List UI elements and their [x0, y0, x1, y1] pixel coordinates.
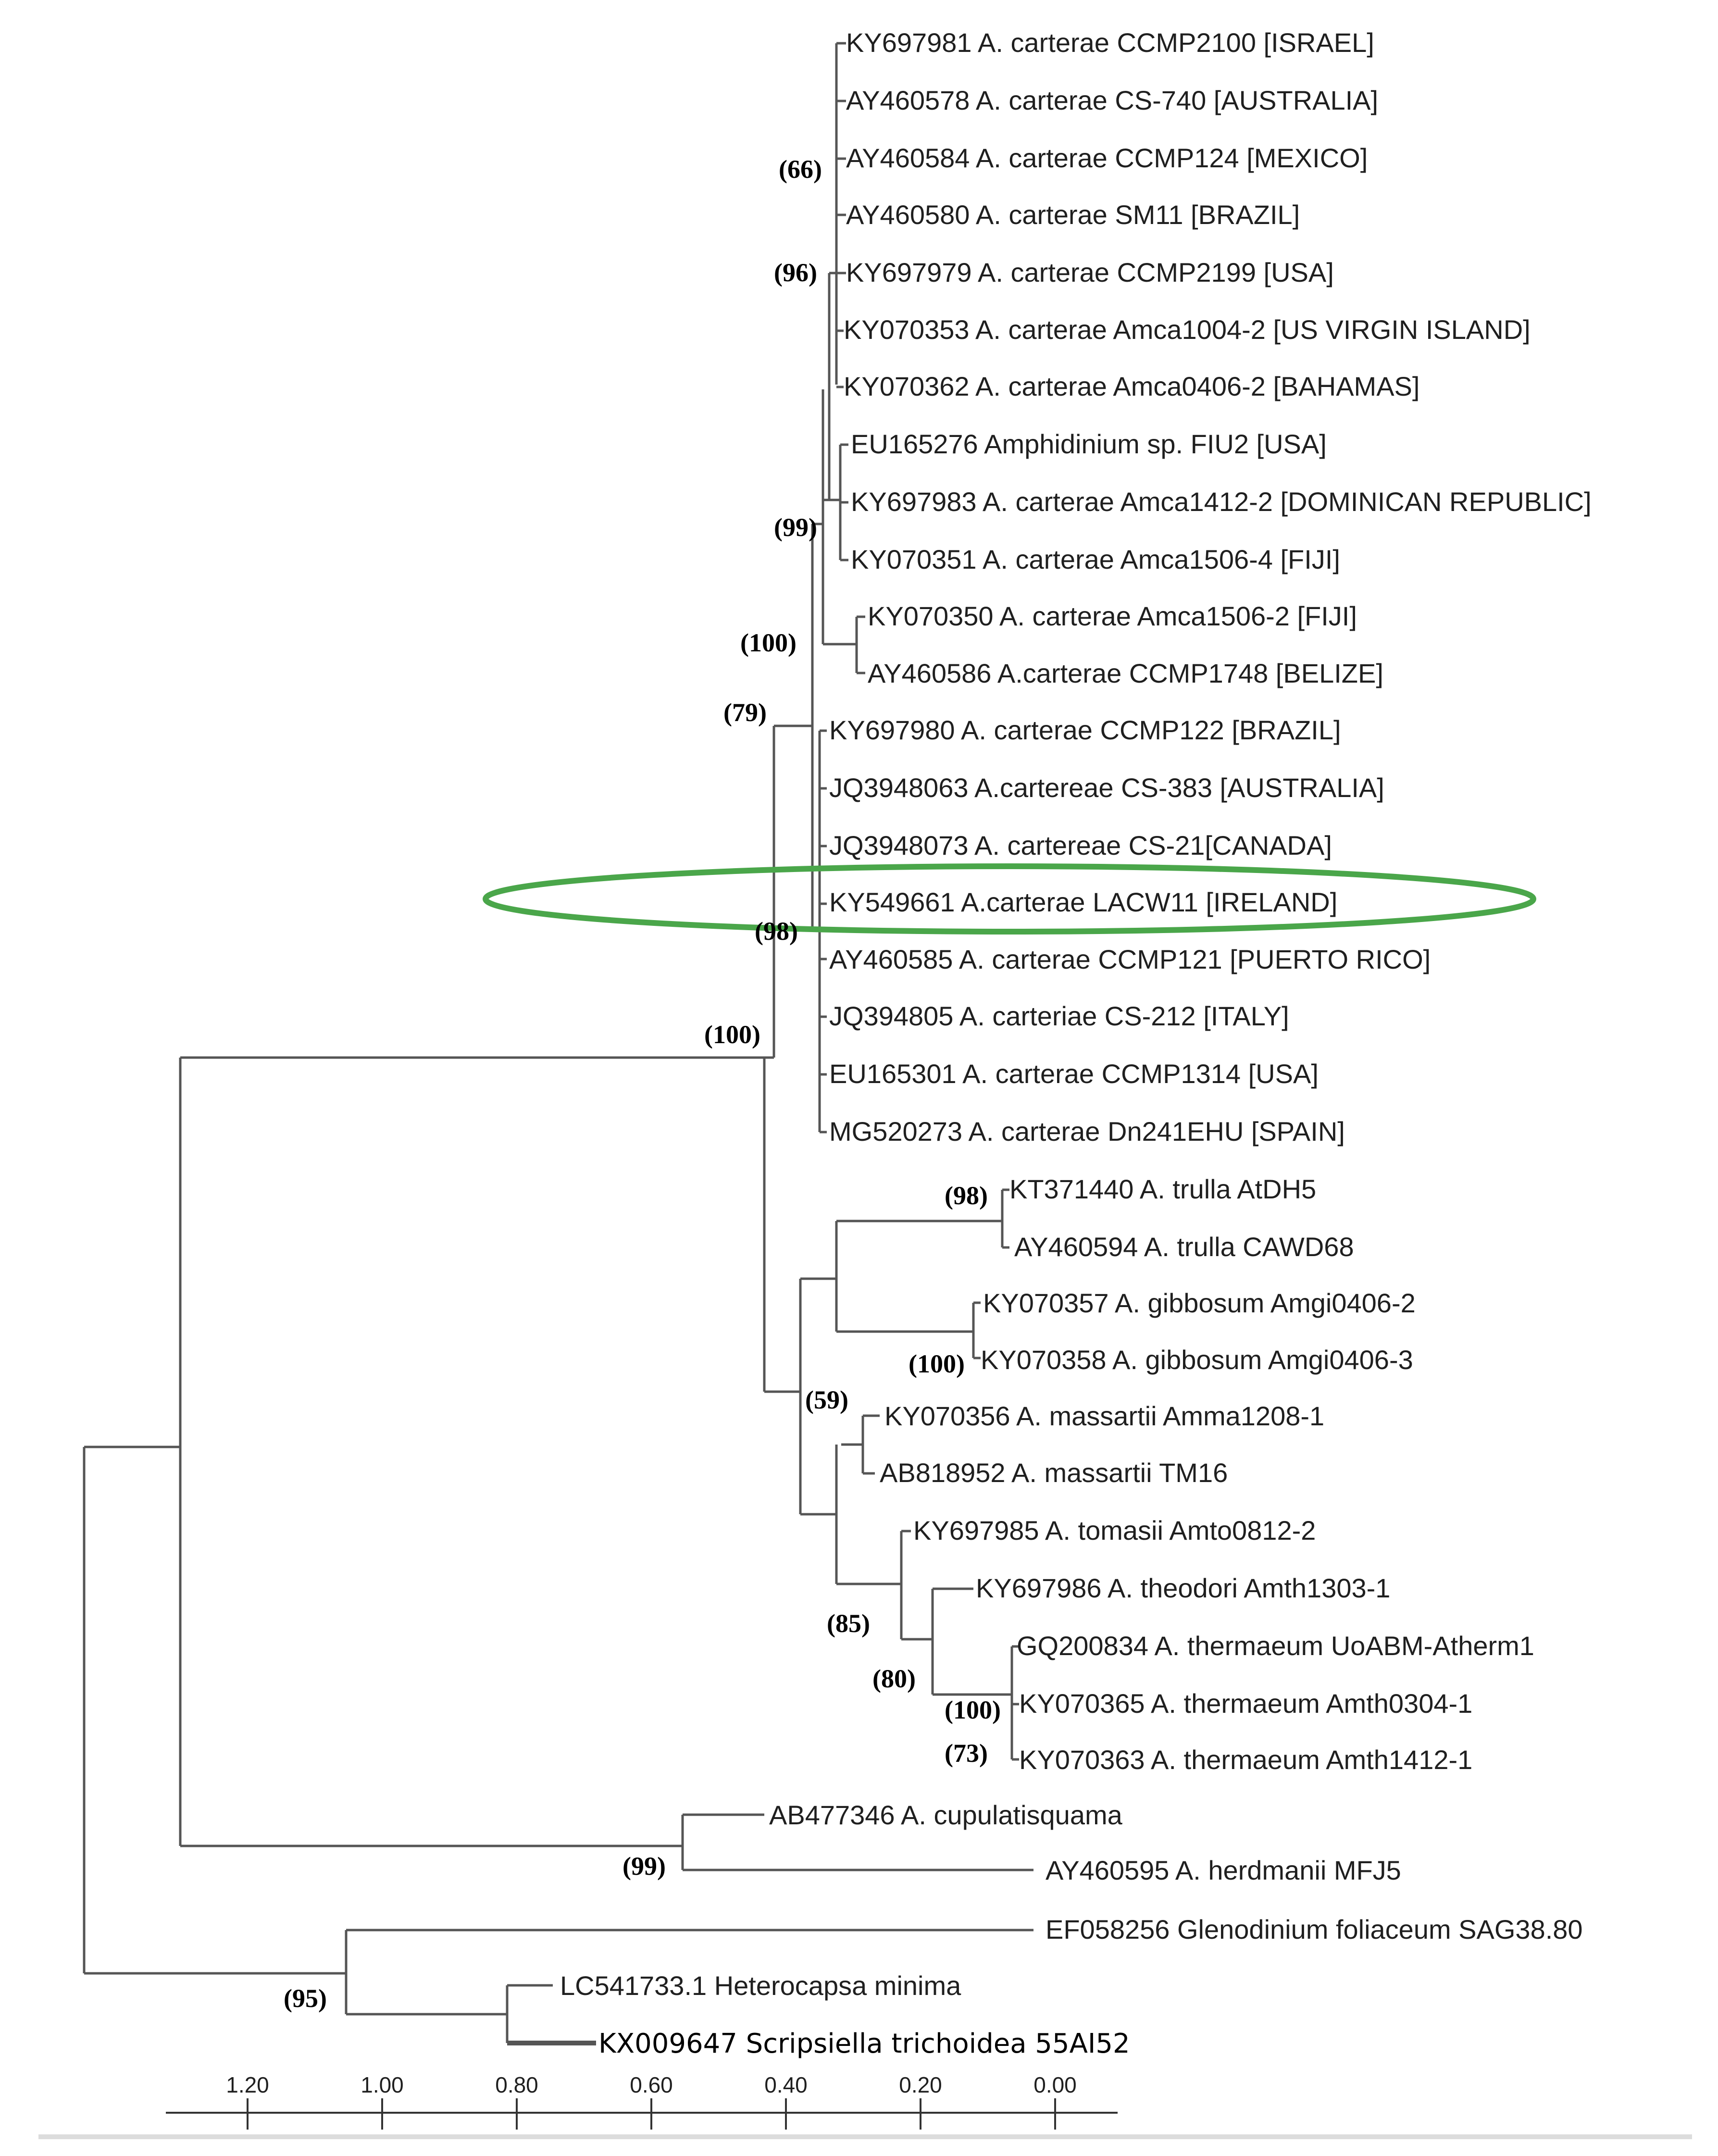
scale-tick-label: 1.00 [361, 2072, 404, 2097]
taxon-label: KY697985 A. tomasii Amto0812-2 [913, 1515, 1316, 1545]
bottom-divider [38, 2134, 1692, 2139]
scale-tick-label: 0.40 [764, 2072, 808, 2097]
support-value: (73) [945, 1739, 988, 1768]
taxon-label: KY697981 A. carterae CCMP2100 [ISRAEL] [846, 27, 1374, 58]
tree-branches [83, 42, 1033, 2045]
taxon-label: AY460594 A. trulla CAWD68 [1014, 1232, 1354, 1262]
scale-tick-label: 1.20 [226, 2072, 269, 2097]
bootstrap-support-values: (66) (96) (99) (100) (79) (98) (100) (98… [284, 155, 1001, 2013]
taxon-label: KY697979 A. carterae CCMP2199 [USA] [846, 257, 1334, 287]
taxon-label: AY460578 A. carterae CS-740 [AUSTRALIA] [846, 85, 1378, 115]
support-value: (80) [872, 1664, 916, 1693]
taxon-label: KY070357 A. gibbosum Amgi0406-2 [983, 1288, 1416, 1318]
taxon-label: KY070351 A. carterae Amca1506-4 [FIJI] [851, 544, 1340, 574]
support-value: (66) [779, 155, 822, 184]
taxon-label: KY697980 A. carterae CCMP122 [BRAZIL] [829, 715, 1341, 745]
taxon-label: EF058256 Glenodinium foliaceum SAG38.80 [1046, 1914, 1583, 1944]
taxon-label: KY697986 A. theodori Amth1303-1 [976, 1573, 1390, 1603]
taxon-label-highlighted: KY549661 A.carterae LACW11 [IRELAND] [829, 887, 1337, 917]
taxon-label: AY460580 A. carterae SM11 [BRAZIL] [846, 199, 1300, 230]
taxon-label: MG520273 A. carterae Dn241EHU [SPAIN] [829, 1116, 1345, 1147]
taxon-label: AY460586 A.carterae CCMP1748 [BELIZE] [868, 658, 1383, 688]
taxon-label: JQ3948073 A. cartereae CS-21[CANADA] [829, 830, 1332, 860]
taxon-label: AY460584 A. carterae CCMP124 [MEXICO] [846, 143, 1368, 173]
support-value: (100) [945, 1695, 1001, 1724]
support-value: (79) [723, 698, 767, 727]
taxon-label: GQ200834 A. thermaeum UoABM-Atherm1 [1017, 1631, 1534, 1661]
support-value: (100) [704, 1020, 760, 1049]
scale-tick-label: 0.80 [495, 2072, 538, 2097]
taxon-label: KY070350 A. carterae Amca1506-2 [FIJI] [868, 601, 1357, 631]
taxon-label: KY070356 A. massartii Amma1208-1 [884, 1401, 1324, 1431]
taxon-label: JQ3948063 A.cartereae CS-383 [AUSTRALIA] [829, 773, 1384, 803]
support-value: (99) [622, 1852, 666, 1881]
taxon-label: JQ394805 A. carteriae CS-212 [ITALY] [829, 1001, 1289, 1031]
support-value: (100) [909, 1349, 965, 1378]
scale-tick-label: 0.20 [899, 2072, 942, 2097]
taxon-label: KY070365 A. thermaeum Amth0304-1 [1019, 1688, 1472, 1719]
taxon-label: AY460595 A. herdmanii MFJ5 [1046, 1855, 1401, 1885]
scale-tick-label: 0.00 [1033, 2072, 1077, 2097]
taxon-label: KY070362 A. carterae Amca0406-2 [BAHAMAS… [844, 371, 1419, 401]
support-value: (99) [774, 513, 817, 542]
taxon-label: KY070353 A. carterae Amca1004-2 [US VIRG… [844, 314, 1531, 345]
taxon-label: KX009647 Scripsiella trichoidea 55AI52 [598, 2028, 1130, 2059]
taxon-label: KY697983 A. carterae Amca1412-2 [DOMINIC… [851, 486, 1592, 517]
taxon-label: EU165276 Amphidinium sp. FIU2 [USA] [851, 429, 1327, 459]
support-value: (100) [740, 628, 797, 657]
taxon-label: EU165301 A. carterae CCMP1314 [USA] [829, 1059, 1319, 1089]
taxon-label: KT371440 A. trulla AtDH5 [1009, 1174, 1316, 1204]
support-value: (98) [755, 917, 798, 946]
support-value: (85) [827, 1609, 870, 1638]
taxon-labels: KY697981 A. carterae CCMP2100 [ISRAEL] A… [560, 27, 1592, 2059]
support-value: (96) [774, 258, 817, 287]
scale-tick-label: 0.60 [630, 2072, 673, 2097]
taxon-label: LC541733.1 Heterocapsa minima [560, 1970, 961, 2001]
taxon-label: KY070358 A. gibbosum Amgi0406-3 [981, 1345, 1413, 1375]
support-value: (98) [945, 1181, 988, 1210]
taxon-label: AB477346 A. cupulatisquama [769, 1800, 1123, 1830]
taxon-label: AB818952 A. massartii TM16 [880, 1458, 1228, 1488]
support-value: (95) [284, 1984, 327, 2013]
highlight-ellipse [483, 863, 1536, 935]
taxon-label: KY070363 A. thermaeum Amth1412-1 [1019, 1745, 1472, 1775]
support-value: (59) [805, 1385, 848, 1414]
scale-axis: 1.20 1.00 0.80 0.60 0.40 0.20 0.00 [166, 2072, 1118, 2130]
taxon-label: AY460585 A. carterae CCMP121 [PUERTO RIC… [829, 944, 1431, 974]
